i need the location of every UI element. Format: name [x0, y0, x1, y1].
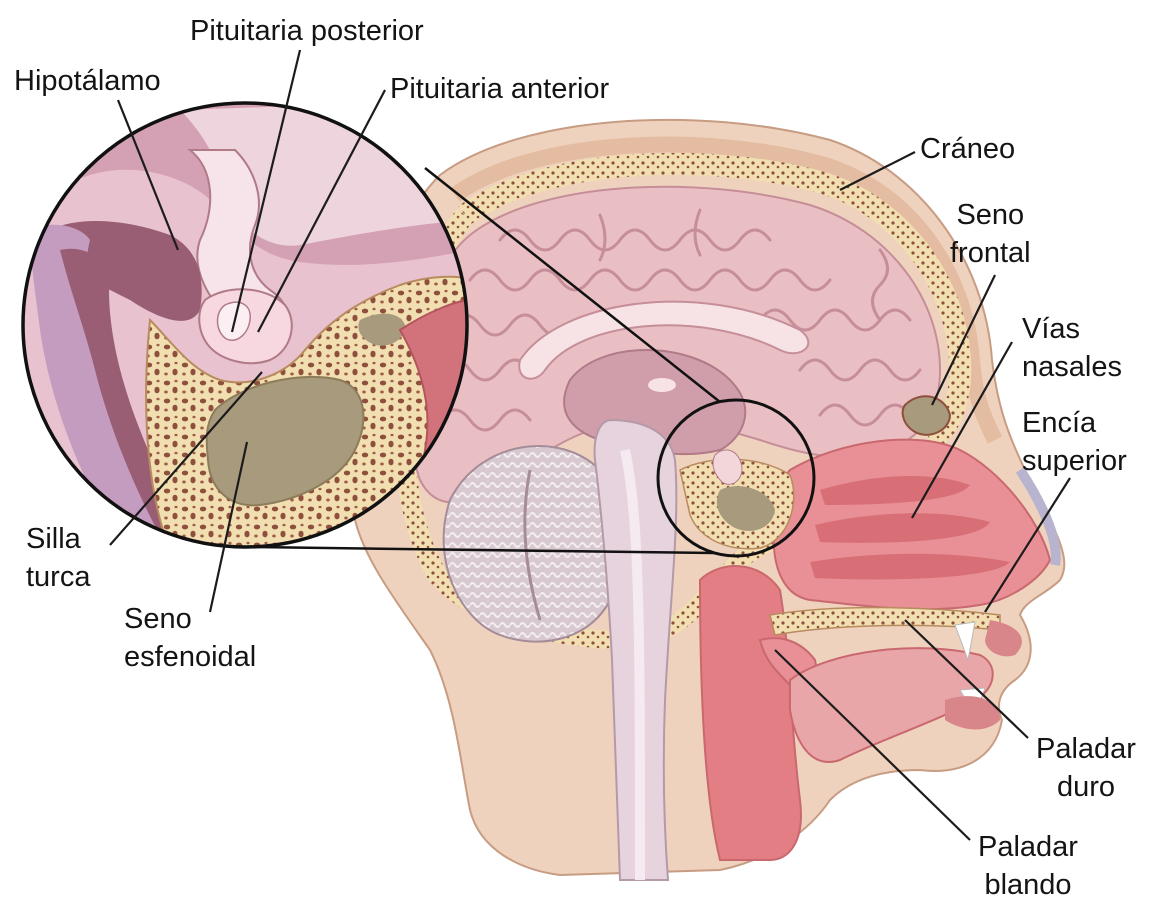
label-text: Pituitaria anterior: [390, 70, 609, 108]
label-seno-frontal: Seno frontal: [950, 196, 1031, 272]
label-text: Pituitaria posterior: [190, 12, 424, 50]
label-craneo: Cráneo: [920, 130, 1015, 168]
label-line-1: Encía: [1022, 404, 1127, 442]
label-hipotalamo: Hipotálamo: [14, 62, 161, 100]
label-silla-turca: Silla turca: [26, 520, 90, 596]
label-text: Hipotálamo: [14, 62, 161, 100]
label-line-2: duro: [1036, 768, 1136, 806]
label-line-2: esfenoidal: [124, 638, 256, 676]
label-line-1: Seno: [950, 196, 1031, 234]
label-line-2: turca: [26, 558, 90, 596]
label-line-2: nasales: [1022, 348, 1122, 386]
label-seno-esfenoidal: Seno esfenoidal: [124, 600, 256, 676]
label-text: Cráneo: [920, 130, 1015, 168]
label-line-1: Paladar: [978, 828, 1078, 866]
label-line-1: Paladar: [1036, 730, 1136, 768]
label-line-1: Silla: [26, 520, 90, 558]
label-line-2: superior: [1022, 442, 1127, 480]
label-pituitaria-anterior: Pituitaria anterior: [390, 70, 609, 108]
label-pituitaria-posterior: Pituitaria posterior: [190, 12, 424, 50]
label-line-2: frontal: [950, 234, 1031, 272]
label-line-2: blando: [978, 866, 1078, 904]
label-paladar-duro: Paladar duro: [1036, 730, 1136, 806]
label-encia-superior: Encía superior: [1022, 404, 1127, 480]
label-line-1: Vías: [1022, 310, 1122, 348]
label-paladar-blando: Paladar blando: [978, 828, 1078, 904]
label-vias-nasales: Vías nasales: [1022, 310, 1122, 386]
label-line-1: Seno: [124, 600, 256, 638]
